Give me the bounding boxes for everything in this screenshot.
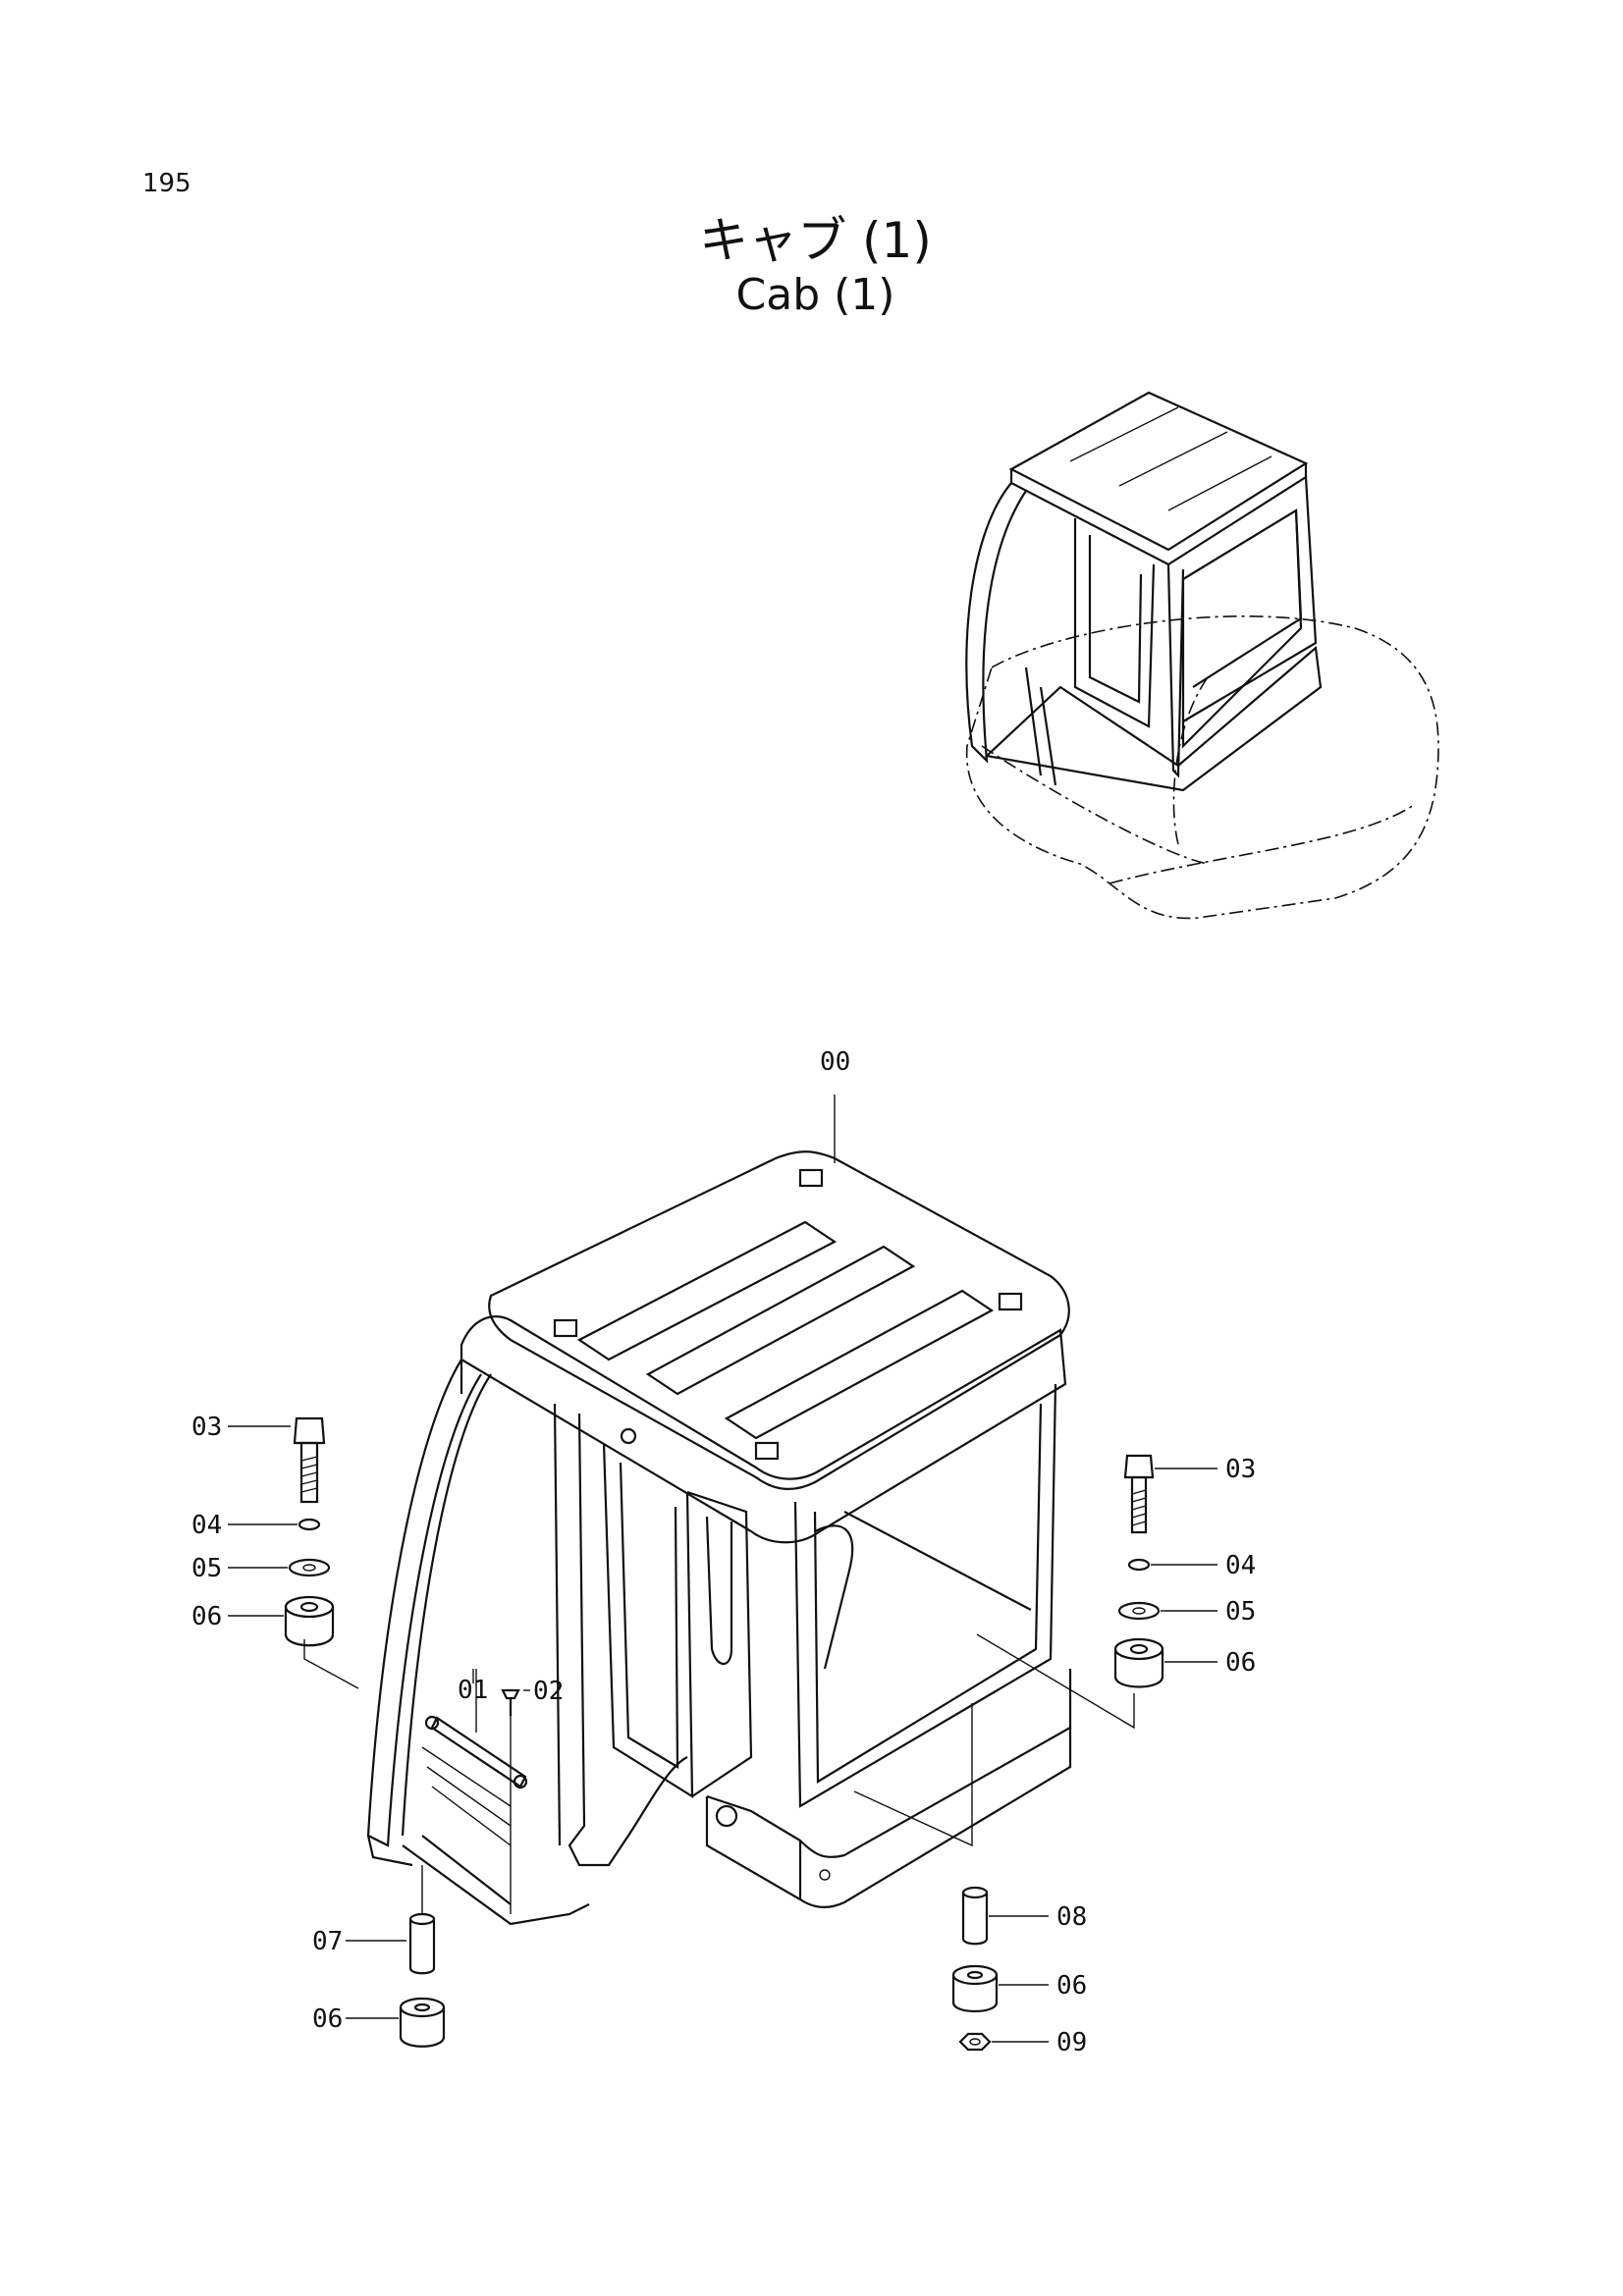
page-title-english: Cab (1) [735,270,895,320]
callout-04-left: 04 [191,1511,222,1540]
callout-08: 08 [1056,1902,1087,1932]
right-mount-hardware [951,1454,1164,2052]
callout-06-right: 06 [1225,1648,1256,1678]
callout-06-bottom-left: 06 [312,2004,343,2034]
page-title-japanese: キャブ (1) [699,212,932,269]
callout-03-left: 03 [191,1413,222,1442]
callout-06-left: 06 [191,1602,222,1631]
callout-06-bottom-right: 06 [1056,1971,1087,2001]
callout-05-right: 05 [1225,1597,1256,1627]
callout-05-left: 05 [191,1554,222,1583]
callout-leaders [228,1425,1217,2043]
callout-04-right: 04 [1225,1551,1256,1580]
page-number: 195 [142,169,191,198]
callout-02: 02 [533,1677,564,1706]
machine-locator-view [965,391,1439,920]
cab-assembly-drawing [303,1095,1135,1926]
callout-00: 00 [820,1047,850,1077]
callout-labels: 00 01 02 03 04 05 06 07 06 03 04 05 06 0… [191,1047,1256,2057]
callout-03-right: 03 [1225,1455,1256,1484]
callout-09: 09 [1056,2028,1087,2057]
callout-01: 01 [458,1676,488,1705]
callout-07: 07 [312,1927,343,1956]
left-mount-hardware [284,1416,446,2048]
